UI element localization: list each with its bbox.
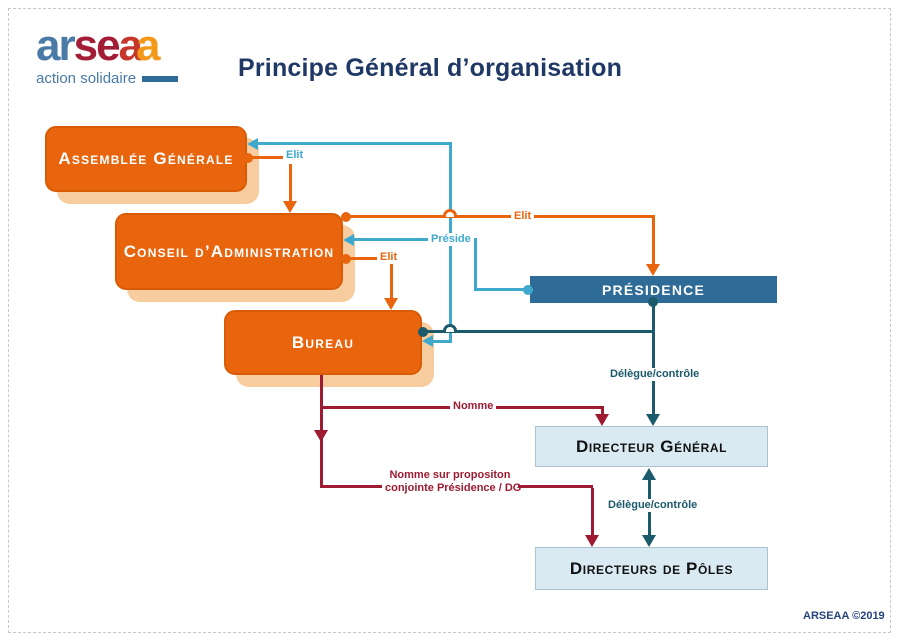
- delegue-arrow-into-dg-bottom: [642, 468, 656, 480]
- logo-wordmark: arseaa: [36, 24, 206, 68]
- elit-ca-presidence-line: [652, 217, 655, 265]
- preside-line: [433, 340, 451, 343]
- delegue-presidence-label: Délègue/contrôle: [607, 368, 703, 381]
- node-assemblee-generale: Assemblée Générale: [45, 126, 247, 192]
- elit-ag-line: [248, 156, 291, 159]
- node-bureau: Bureau: [224, 310, 422, 375]
- elit-arrow-into-conseil: [283, 201, 297, 213]
- preside-arrow-into-conseil: [343, 234, 354, 246]
- elit-ag-line: [289, 164, 292, 202]
- node-presidence: Présidence: [530, 276, 777, 303]
- preside-line: [474, 288, 526, 291]
- delegue-arrow-into-dg: [646, 414, 660, 426]
- line-hop: [443, 324, 457, 332]
- elit-ca-bureau-line: [390, 264, 393, 299]
- logo-bar: [142, 76, 179, 83]
- nomme-label: Nomme: [450, 400, 497, 413]
- elit-ca-bureau-label: Elit: [377, 251, 401, 264]
- logo-part-maroon: se: [73, 21, 121, 70]
- nomme-proposition-label-line2: conjointe Présidence / DG: [385, 482, 522, 494]
- elit-arrow-into-bureau: [384, 298, 398, 310]
- node-directeurs-de-poles: Directeurs de Pôles: [535, 547, 768, 590]
- elit-ca-bureau-line: [346, 257, 393, 260]
- preside-arrow-into-assemblee: [247, 138, 258, 150]
- elit-ca-presidence-line: [346, 215, 655, 218]
- preside-arrow-into-bureau: [422, 335, 433, 347]
- nomme-proposition-label: Nomme sur propositon conjointe Présidenc…: [382, 469, 522, 495]
- elit-ca-presidence-dot: [341, 212, 351, 222]
- preside-line: [354, 238, 477, 241]
- bureau-presidence-line: [423, 330, 654, 333]
- nomme-proposition-label-line1: Nomme sur propositon: [389, 469, 511, 481]
- nomme-line: [601, 407, 604, 415]
- elit-ag-dot: [243, 153, 253, 163]
- page-dashed-border: [8, 8, 891, 633]
- logo-part-blue: ar: [36, 21, 76, 70]
- node-conseil-administration: Conseil d’Administration: [115, 213, 343, 290]
- nomme-midline-arrow: [314, 430, 328, 442]
- node-directeur-general: Directeur Général: [535, 426, 768, 467]
- page-title: Principe Général d’organisation: [238, 54, 623, 82]
- line-hop: [443, 209, 457, 217]
- delegue-presidence-line: [652, 303, 655, 415]
- preside-line: [474, 241, 477, 289]
- elit-ag-label: Elit: [283, 149, 307, 162]
- delegue-arrow-into-poles: [642, 535, 656, 547]
- bureau-teal-dot: [418, 327, 428, 337]
- logo-part-red: a: [118, 21, 144, 70]
- preside-origin-dot: [523, 285, 533, 295]
- preside-line: [258, 142, 452, 145]
- nomme-proposition-line: [591, 488, 594, 536]
- delegue-dg-poles-label: Délègue/contrôle: [605, 499, 701, 512]
- logo-tagline: action solidaire: [36, 70, 206, 87]
- nomme-proposition-arrow-into-poles: [585, 535, 599, 547]
- delegue-presidence-dot: [648, 297, 658, 307]
- preside-label: Préside: [428, 233, 474, 246]
- arseaa-logo: arseaa action solidaire: [36, 24, 206, 87]
- nomme-arrow-into-dg: [595, 414, 609, 426]
- elit-ca-bureau-dot: [341, 254, 351, 264]
- footer-credit: ARSEAA ©2019: [803, 610, 885, 622]
- logo-part-orange: a: [136, 21, 161, 70]
- elit-arrow-into-presidence: [646, 264, 660, 276]
- logo-tagline-text: action solidaire: [36, 70, 137, 87]
- elit-ca-presidence-label: Elit: [511, 210, 535, 223]
